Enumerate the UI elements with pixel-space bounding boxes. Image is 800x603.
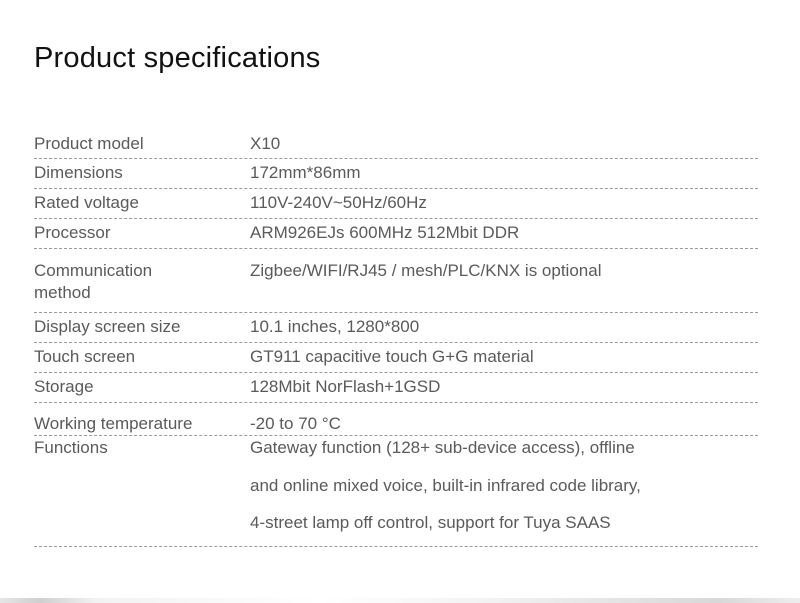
spec-label: Storage (34, 377, 94, 396)
spec-row-processor: Processor ARM926EJs 600MHz 512Mbit DDR (34, 219, 758, 249)
spec-value: 172mm*86mm (250, 163, 361, 182)
spec-value: 128Mbit NorFlash+1GSD (250, 377, 441, 396)
spec-label: Display screen size (34, 317, 181, 336)
spec-label: Functions (34, 438, 108, 457)
spec-row-functions: Functions Gateway function (128+ sub-dev… (34, 436, 758, 547)
spec-value: -20 to 70 °C (250, 414, 341, 433)
spec-label: Communication method (34, 261, 153, 302)
spec-row-touch-screen: Touch screen GT911 capacitive touch G+G … (34, 343, 758, 373)
spec-value: Zigbee/WIFI/RJ45 / mesh/PLC/KNX is optio… (250, 261, 602, 280)
spec-label: Dimensions (34, 163, 123, 182)
spec-label: Working temperature (34, 414, 193, 433)
bottom-divider (0, 598, 800, 603)
function-line: Gateway function (128+ sub-device access… (250, 438, 635, 457)
spec-value: GT911 capacitive touch G+G material (250, 347, 534, 366)
page-title: Product specifications (34, 42, 321, 74)
spec-table: Product model X10 Dimensions 172mm*86mm … (34, 130, 758, 547)
spec-row-rated-voltage: Rated voltage 110V-240V~50Hz/60Hz (34, 189, 758, 219)
spec-value: X10 (250, 134, 281, 153)
spec-label: Rated voltage (34, 193, 139, 212)
spec-label: Touch screen (34, 347, 136, 366)
spec-value-multiline: Gateway function (128+ sub-device access… (250, 429, 758, 546)
spec-value: 110V-240V~50Hz/60Hz (250, 193, 427, 212)
spec-row-communication-method: Communication method Zigbee/WIFI/RJ45 / … (34, 249, 758, 313)
spec-label: Processor (34, 223, 111, 242)
spec-row-product-model: Product model X10 (34, 130, 758, 159)
spec-row-storage: Storage 128Mbit NorFlash+1GSD (34, 373, 758, 403)
function-line: 4-street lamp off control, support for T… (250, 513, 611, 532)
spec-row-display-screen-size: Display screen size 10.1 inches, 1280*80… (34, 313, 758, 343)
spec-label: Product model (34, 134, 144, 153)
function-line: and online mixed voice, built-in infrare… (250, 475, 641, 495)
spec-value: 10.1 inches, 1280*800 (250, 317, 420, 336)
spec-value: ARM926EJs 600MHz 512Mbit DDR (250, 223, 520, 242)
spec-row-dimensions: Dimensions 172mm*86mm (34, 159, 758, 189)
spec-row-working-temperature: Working temperature -20 to 70 °C (34, 403, 758, 436)
